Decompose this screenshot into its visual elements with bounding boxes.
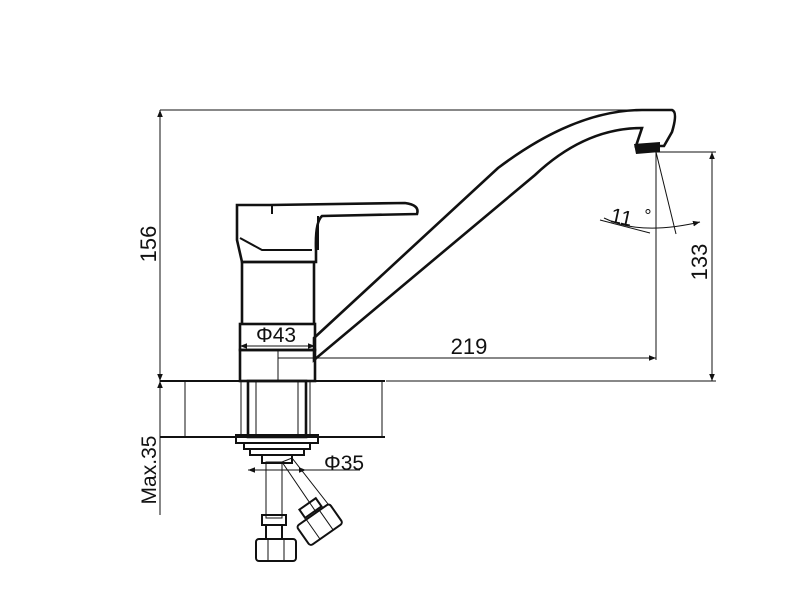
lever-handle (235, 201, 419, 264)
countertop-section (160, 380, 385, 438)
dimension-lines (157, 109, 716, 515)
dim-max35-label: Max.35 (138, 436, 161, 505)
mounting-shank (235, 379, 319, 464)
dim-angle-label: 11 (608, 204, 634, 231)
spout (312, 108, 677, 363)
dim-degree-symbol: ° (644, 206, 651, 226)
supply-hoses (255, 457, 343, 562)
dim-phi35-label: Φ35 (324, 452, 364, 475)
dim-phi43-label: Φ43 (256, 324, 296, 347)
dim-133-label: 133 (687, 244, 712, 281)
dim-156-label: 156 (136, 226, 161, 263)
dim-219-label: 219 (451, 334, 488, 359)
